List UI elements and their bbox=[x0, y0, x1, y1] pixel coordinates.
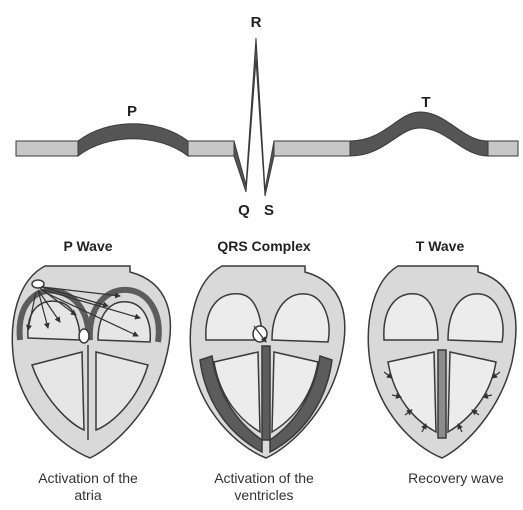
septum bbox=[438, 350, 446, 438]
r-label: R bbox=[251, 14, 262, 31]
septum bbox=[262, 346, 270, 440]
p-label: P bbox=[127, 103, 137, 120]
caption-qrs-line2: ventricles bbox=[234, 487, 293, 503]
q-label: Q bbox=[238, 202, 250, 219]
baseline-segment-1 bbox=[16, 141, 78, 156]
heart-qrs bbox=[190, 266, 344, 458]
panel-title-qrs: QRS Complex bbox=[217, 238, 311, 254]
baseline-segment-2 bbox=[188, 141, 234, 156]
av-node bbox=[79, 329, 89, 343]
heart-p-wave bbox=[12, 266, 170, 458]
caption-p-wave-line1: Activation of the bbox=[38, 470, 138, 486]
heart-t-wave bbox=[368, 266, 516, 458]
caption-qrs-line1: Activation of the bbox=[214, 470, 314, 486]
caption-t-wave-line1: Recovery wave bbox=[408, 470, 504, 486]
ecg-trace bbox=[16, 38, 518, 196]
p-wave-shape bbox=[78, 124, 188, 156]
caption-p-wave-line2: atria bbox=[74, 487, 101, 503]
panel-title-p-wave: P Wave bbox=[63, 238, 112, 254]
t-label: T bbox=[421, 94, 430, 111]
baseline-segment-3 bbox=[274, 141, 350, 156]
t-wave-shape bbox=[350, 112, 488, 156]
s-label: S bbox=[264, 202, 274, 219]
baseline-segment-4 bbox=[488, 141, 518, 156]
panel-title-t-wave: T Wave bbox=[416, 238, 465, 254]
qrs-complex-shape bbox=[234, 38, 274, 196]
